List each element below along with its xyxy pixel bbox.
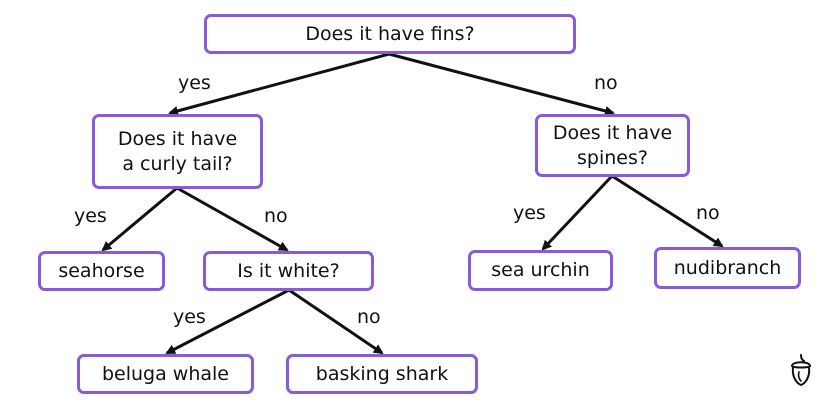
node-label: Does it have fins? <box>305 22 475 45</box>
edge-label-white-no: no <box>357 306 381 328</box>
node-basking-shark: basking shark <box>286 354 478 394</box>
node-curly-tail: Does it have a curly tail? <box>92 114 263 189</box>
acorn-logo-icon <box>786 352 816 388</box>
node-spines: Does it have spines? <box>535 114 690 177</box>
edge-root-to-curly <box>168 52 390 116</box>
node-label: seahorse <box>58 259 145 282</box>
edge-white-to-shark <box>288 288 384 355</box>
edge-label-spines-no: no <box>696 202 720 224</box>
node-label: Does it have spines? <box>552 121 673 169</box>
edge-root-to-spines <box>388 52 615 116</box>
edge-spines-to-nudibranch <box>611 174 724 248</box>
edge-label-spines-yes: yes <box>513 202 546 224</box>
edge-curly-to-seahorse <box>101 186 178 252</box>
edge-spines-to-urchin <box>541 174 614 251</box>
node-label: Does it have a curly tail? <box>117 127 238 175</box>
node-label: sea urchin <box>491 259 590 281</box>
edge-label-root-no: no <box>594 72 618 94</box>
node-sea-urchin: sea urchin <box>468 250 613 291</box>
edge-white-to-beluga <box>165 288 290 355</box>
node-label: Is it white? <box>237 259 340 282</box>
edge-label-white-yes: yes <box>173 306 206 328</box>
node-nudibranch: nudibranch <box>654 247 801 289</box>
edge-curly-to-white <box>176 186 289 252</box>
node-does-it-have-fins: Does it have fins? <box>204 14 576 54</box>
edge-label-curly-no: no <box>264 205 288 227</box>
edge-label-curly-yes: yes <box>74 205 107 227</box>
node-is-it-white: Is it white? <box>203 251 374 291</box>
node-label: nudibranch <box>673 256 782 279</box>
node-label: basking shark <box>315 362 449 385</box>
node-label: beluga whale <box>101 362 229 385</box>
edge-label-root-yes: yes <box>178 72 211 94</box>
node-seahorse: seahorse <box>38 251 165 291</box>
node-beluga-whale: beluga whale <box>77 354 254 394</box>
